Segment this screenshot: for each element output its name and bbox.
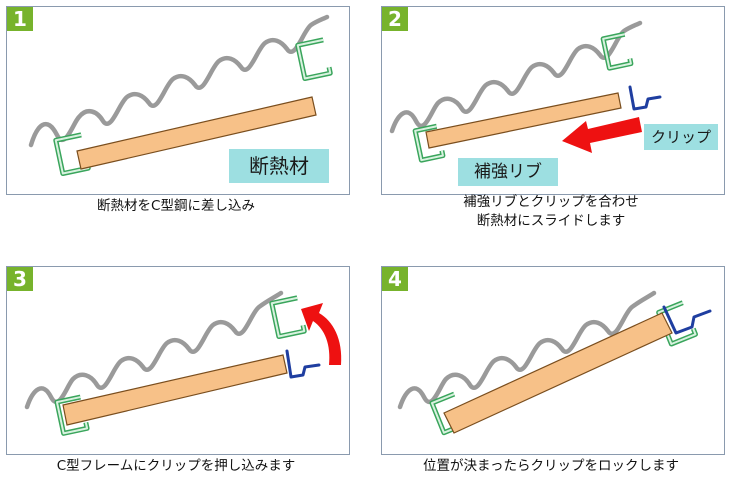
red-arrow-icon	[301, 303, 342, 365]
step-3-illustration	[24, 290, 342, 436]
spiral-wave	[389, 20, 643, 134]
clip-icon	[285, 349, 321, 379]
label-reinforcing-rib: 補強リブ	[458, 158, 558, 186]
step-2-caption: 補強リブとクリップを合わせ 断熱材にスライドします	[371, 193, 731, 231]
step-3-caption: C型フレームにクリップを押し込みます	[0, 457, 356, 476]
caption-line: 補強リブとクリップを合わせ	[463, 194, 639, 210]
clip-icon	[628, 85, 662, 111]
caption-line: C型フレームにクリップを押し込みます	[56, 458, 296, 474]
step-number-badge: 1	[7, 7, 33, 31]
step-2-illustration	[389, 20, 662, 163]
step-number-badge: 4	[382, 267, 408, 291]
insulation-board	[62, 354, 288, 426]
red-arrow-icon	[562, 117, 642, 153]
step-panel-2: 2 補強リブ クリップ	[381, 6, 725, 195]
spiral-wave	[397, 290, 657, 410]
step-1-illustration	[28, 14, 333, 177]
c-channel-steel-icon	[269, 295, 307, 340]
step-panel-3: 3	[6, 266, 350, 455]
c-channel-steel-icon	[412, 123, 446, 163]
caption-line: 断熱材にスライドします	[476, 213, 626, 229]
c-channel-steel-icon	[54, 394, 90, 436]
caption-line: 断熱材をC型鋼に差し込み	[97, 198, 255, 214]
insulation-board	[76, 96, 317, 170]
spiral-wave	[28, 14, 330, 148]
step-number-badge: 3	[7, 267, 33, 291]
insulation-board	[443, 312, 673, 434]
label-clip: クリップ	[644, 124, 718, 150]
c-channel-steel-icon	[295, 37, 333, 82]
c-channel-steel-icon	[656, 300, 698, 347]
clip-icon	[662, 305, 712, 335]
step-number-badge: 2	[382, 7, 408, 31]
spiral-wave	[24, 290, 284, 410]
step-panel-4: 4	[381, 266, 725, 455]
step-4-caption: 位置が決まったらクリップをロックします	[371, 457, 731, 476]
c-channel-steel-icon	[600, 31, 634, 71]
insulation-board	[425, 92, 622, 149]
step-4-illustration	[397, 290, 712, 436]
label-insulation: 断熱材	[229, 149, 329, 183]
step-1-caption: 断熱材をC型鋼に差し込み	[0, 197, 356, 216]
caption-line: 位置が決まったらクリップをロックします	[423, 458, 679, 474]
step-panel-1: 1 断熱材	[6, 6, 350, 195]
